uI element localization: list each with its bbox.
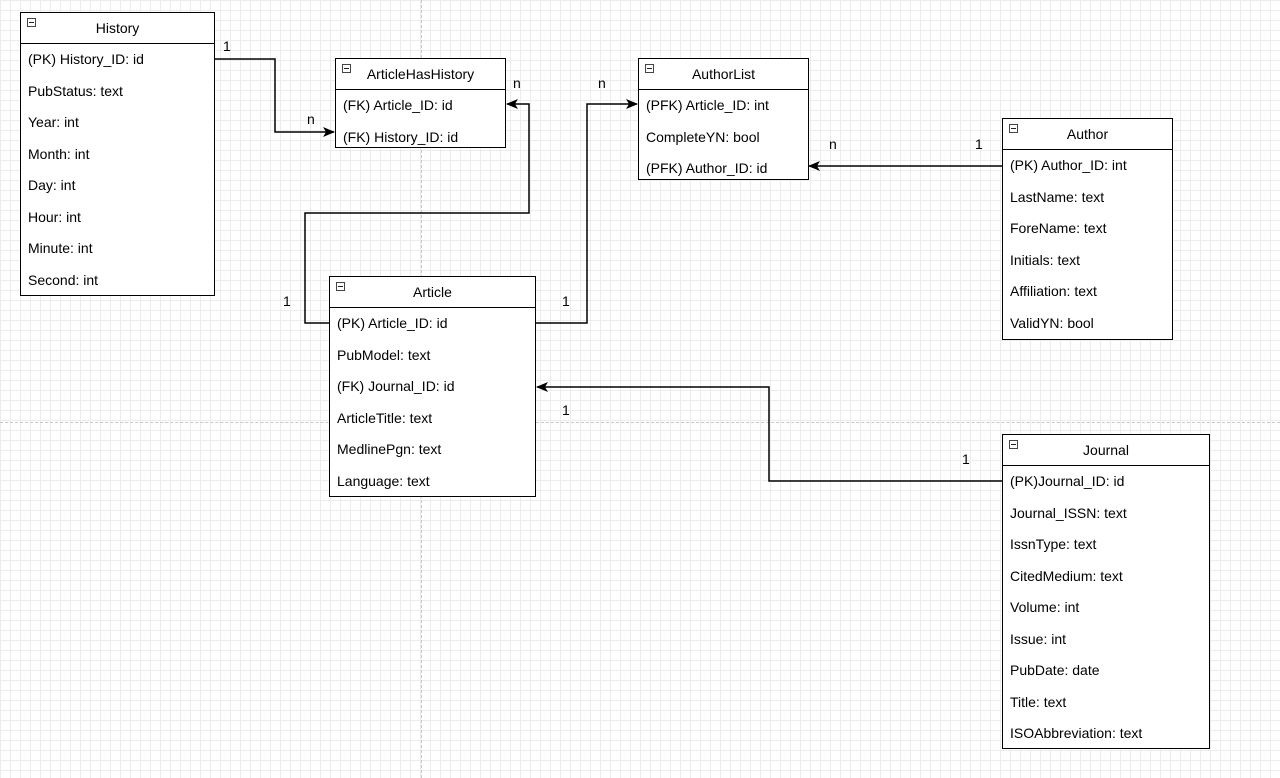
- entity-field[interactable]: CompleteYN: bool: [646, 128, 760, 145]
- cardinality-label: n: [598, 75, 606, 91]
- entity-field[interactable]: (PK) Author_ID: int: [1010, 157, 1127, 173]
- edge-journal-to-article[interactable]: [536, 382, 1003, 482]
- entity-header: ArticleHasHistory: [336, 59, 505, 90]
- entity-header: AuthorList: [639, 59, 808, 90]
- entity-header: History: [21, 13, 214, 44]
- entity-field[interactable]: (PK) History_ID: id: [28, 51, 144, 67]
- entity-history[interactable]: History (PK) History_ID: id PubStatus: t…: [20, 12, 215, 296]
- entity-field[interactable]: (PFK) Article_ID: int: [646, 97, 769, 113]
- entity-title: Author: [1066, 126, 1109, 142]
- edge-article-to-authorlist[interactable]: [535, 99, 638, 324]
- entity-title: Journal: [1083, 442, 1129, 458]
- entity-header: Journal: [1003, 435, 1209, 466]
- entity-field[interactable]: Volume: int: [1010, 599, 1080, 615]
- entity-field[interactable]: ISOAbbreviation: text: [1010, 725, 1143, 741]
- entity-article[interactable]: Article (PK) Article_ID: id PubModel: te…: [329, 276, 536, 497]
- canvas-guide-horizontal: [0, 422, 1280, 423]
- collapse-icon[interactable]: [1009, 124, 1018, 133]
- entity-field[interactable]: Second: int: [28, 271, 99, 288]
- entity-title: History: [95, 20, 140, 36]
- collapse-icon[interactable]: [336, 282, 345, 291]
- entity-field[interactable]: PubStatus: text: [28, 82, 123, 99]
- entity-journal[interactable]: Journal (PK)Journal_ID: id Journal_ISSN:…: [1002, 434, 1210, 749]
- cardinality-label: n: [829, 136, 837, 152]
- cardinality-label: 1: [962, 451, 970, 467]
- entity-field[interactable]: Journal_ISSN: text: [1010, 504, 1127, 521]
- entity-field[interactable]: Year: int: [28, 114, 79, 130]
- entity-field[interactable]: Language: text: [337, 472, 430, 489]
- cardinality-label: 1: [223, 38, 231, 54]
- entity-field[interactable]: ArticleTitle: text: [337, 409, 433, 426]
- entity-field[interactable]: Title: text: [1010, 693, 1067, 710]
- entity-field[interactable]: (FK) Article_ID: id: [343, 97, 453, 113]
- entity-field[interactable]: Hour: int: [28, 208, 81, 225]
- entity-author[interactable]: Author (PK) Author_ID: int LastName: tex…: [1002, 118, 1173, 340]
- entity-field[interactable]: Day: int: [28, 177, 76, 193]
- entity-title: Article: [413, 284, 452, 300]
- entity-field[interactable]: MedlinePgn: text: [337, 441, 442, 457]
- entity-title: AuthorList: [691, 66, 756, 82]
- collapse-icon[interactable]: [27, 18, 36, 27]
- cardinality-label: 1: [283, 293, 291, 309]
- entity-article-has-history[interactable]: ArticleHasHistory (FK) Article_ID: id (F…: [335, 58, 506, 148]
- entity-field[interactable]: ForeName: text: [1010, 220, 1107, 236]
- collapse-icon[interactable]: [645, 64, 654, 73]
- entity-field[interactable]: Affiliation: text: [1010, 283, 1097, 299]
- entity-field[interactable]: (PK)Journal_ID: id: [1010, 473, 1125, 489]
- entity-field[interactable]: (FK) History_ID: id: [343, 128, 459, 145]
- entity-field[interactable]: PubDate: date: [1010, 662, 1100, 678]
- entity-field[interactable]: Minute: int: [28, 240, 93, 256]
- cardinality-label: n: [307, 111, 315, 127]
- collapse-icon[interactable]: [1009, 440, 1018, 449]
- entity-field[interactable]: (FK) Journal_ID: id: [337, 378, 455, 394]
- entity-header: Author: [1003, 119, 1172, 150]
- entity-field[interactable]: Month: int: [28, 145, 90, 162]
- entity-field[interactable]: LastName: text: [1010, 188, 1105, 205]
- cardinality-label: 1: [562, 402, 570, 418]
- cardinality-label: 1: [562, 293, 570, 309]
- entity-field[interactable]: PubModel: text: [337, 346, 431, 363]
- entity-field[interactable]: Issue: int: [1010, 630, 1067, 647]
- cardinality-label: 1: [975, 136, 983, 152]
- entity-field[interactable]: Initials: text: [1010, 251, 1081, 268]
- entity-field[interactable]: IssnType: text: [1010, 536, 1097, 552]
- entity-header: Article: [330, 277, 535, 308]
- collapse-icon[interactable]: [342, 64, 351, 73]
- edge-article-to-articlehashistory[interactable]: [304, 99, 530, 324]
- cardinality-label: n: [513, 75, 521, 91]
- entity-field[interactable]: CitedMedium: text: [1010, 567, 1123, 584]
- edge-history-to-articlehashistory[interactable]: [215, 58, 335, 137]
- entity-field[interactable]: (PFK) Author_ID: id: [646, 160, 768, 176]
- entity-field[interactable]: (PK) Article_ID: id: [337, 315, 448, 331]
- entity-field[interactable]: ValidYN: bool: [1010, 314, 1094, 331]
- entity-author-list[interactable]: AuthorList (PFK) Article_ID: int Complet…: [638, 58, 809, 180]
- entity-title: ArticleHasHistory: [366, 66, 475, 82]
